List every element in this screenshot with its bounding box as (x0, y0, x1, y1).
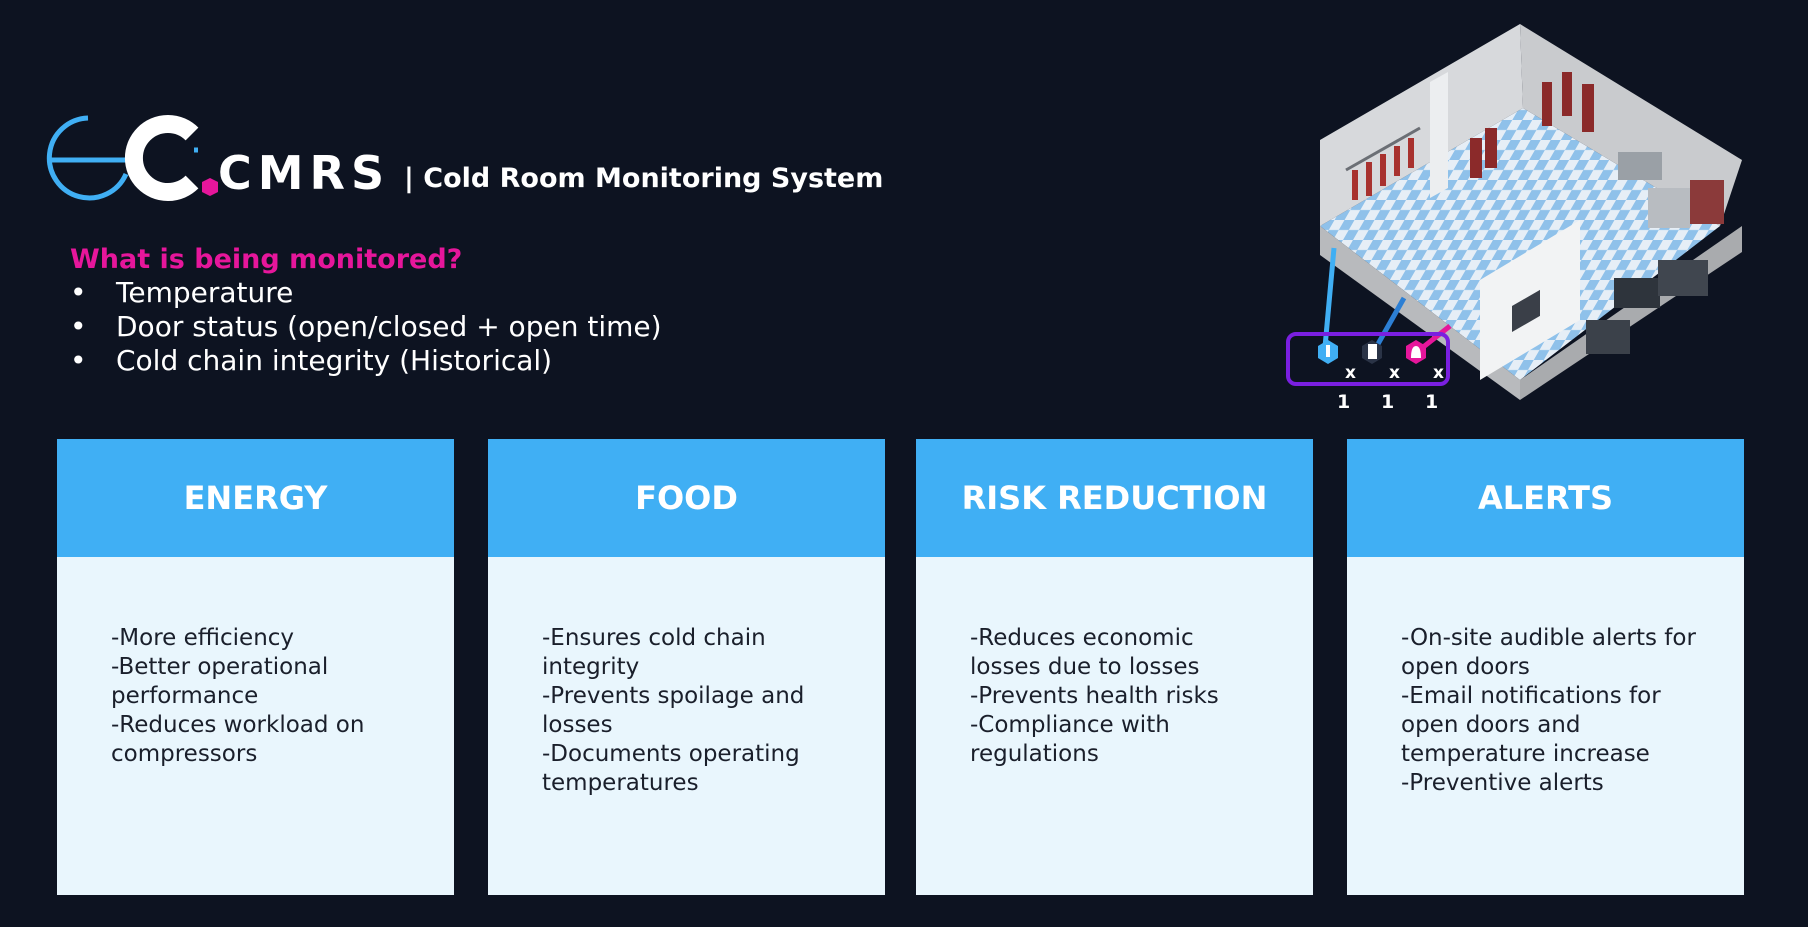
temperature-sensor-icon (1318, 340, 1338, 364)
card-line: -Preventive alerts (1401, 770, 1604, 796)
card-line: -Better operational (111, 654, 329, 680)
logo-cmrs-text: CMRS (218, 146, 391, 200)
partition-wall (1430, 72, 1448, 198)
card-line: open doors and (1401, 712, 1581, 738)
card-title: ALERTS (1477, 479, 1614, 517)
card-energy: ENERGY -More efficiency -Better operatio… (57, 439, 454, 895)
sensor-link-alarm (1420, 324, 1452, 350)
card-line: performance (111, 683, 259, 709)
equipment (1658, 260, 1708, 296)
bullet: • (70, 276, 87, 309)
hanging-meat (1352, 138, 1414, 200)
sensor-count-prefix: x (1433, 363, 1444, 383)
sensor-link-door (1375, 296, 1407, 346)
bullet: • (70, 310, 87, 343)
card-line: temperature increase (1401, 741, 1650, 767)
card-line: losses due to losses (970, 654, 1200, 680)
card-header: ALERTS (1347, 439, 1744, 557)
alarm-bell-icon (1406, 340, 1426, 364)
card-line: -Prevents health risks (970, 683, 1219, 709)
equipment (1690, 180, 1724, 224)
equipment (1586, 320, 1630, 354)
equipment (1614, 278, 1660, 308)
logo-c-shape (125, 115, 199, 201)
equipment (1618, 152, 1662, 180)
card-line: -Email notifications for (1401, 683, 1661, 709)
card-line: -More efficiency (111, 625, 295, 651)
sensor-count: 1 (1337, 391, 1350, 413)
card-line: losses (542, 712, 613, 738)
card-title: FOOD (635, 479, 738, 517)
card-line: open doors (1401, 654, 1530, 680)
monitoring-item: •Cold chain integrity (Historical) (70, 344, 553, 377)
card-risk-reduction: RISK REDUCTION -Reduces economic losses … (916, 439, 1313, 895)
card-title: RISK REDUCTION (961, 479, 1268, 517)
ec-logo (46, 115, 218, 201)
card-header: RISK REDUCTION (916, 439, 1313, 557)
card-line: compressors (111, 741, 258, 767)
logo-dot (202, 178, 218, 196)
sensor-group-box (1286, 332, 1450, 386)
logo-e-shape (46, 115, 129, 201)
card-line: regulations (970, 741, 1099, 767)
sensor-count: 1 (1381, 391, 1394, 413)
card-alerts: ALERTS -On-site audible alerts for open … (1347, 439, 1744, 895)
equipment (1648, 188, 1690, 228)
card-food: FOOD -Ensures cold chain integrity -Prev… (488, 439, 885, 895)
card-line: -Ensures cold chain (542, 625, 766, 651)
card-title: ENERGY (183, 479, 328, 517)
card-line: integrity (542, 654, 640, 680)
card-line: -Prevents spoilage and (542, 683, 805, 709)
page-title: | Cold Room Monitoring System (404, 163, 884, 194)
card-line: -Compliance with (970, 712, 1170, 738)
bullet: • (70, 344, 87, 377)
sensor-count: 1 (1425, 391, 1438, 413)
card-line: -On-site audible alerts for (1401, 625, 1696, 651)
monitoring-item: •Temperature (70, 276, 294, 309)
sensor-count-prefix: x (1345, 363, 1356, 383)
card-line: -Reduces economic (970, 625, 1194, 651)
card-line: -Documents operating (542, 741, 800, 767)
shelving (1470, 72, 1594, 178)
card-line: temperatures (542, 770, 699, 796)
monitoring-item: •Door status (open/closed + open time) (70, 310, 662, 343)
sensor-link-temperature (1321, 247, 1337, 359)
card-line: -Reduces workload on (111, 712, 365, 738)
cold-room-illustration: x x x 1 1 1 (1286, 24, 1742, 413)
card-header: FOOD (488, 439, 885, 557)
card-header: ENERGY (57, 439, 454, 557)
monitoring-heading: What is being monitored? (70, 244, 463, 275)
room-wall-right (1520, 24, 1742, 226)
monitoring-list: •Temperature •Door status (open/closed +… (70, 276, 662, 378)
door-sensor-icon (1362, 340, 1382, 364)
sensor-count-prefix: x (1389, 363, 1400, 383)
